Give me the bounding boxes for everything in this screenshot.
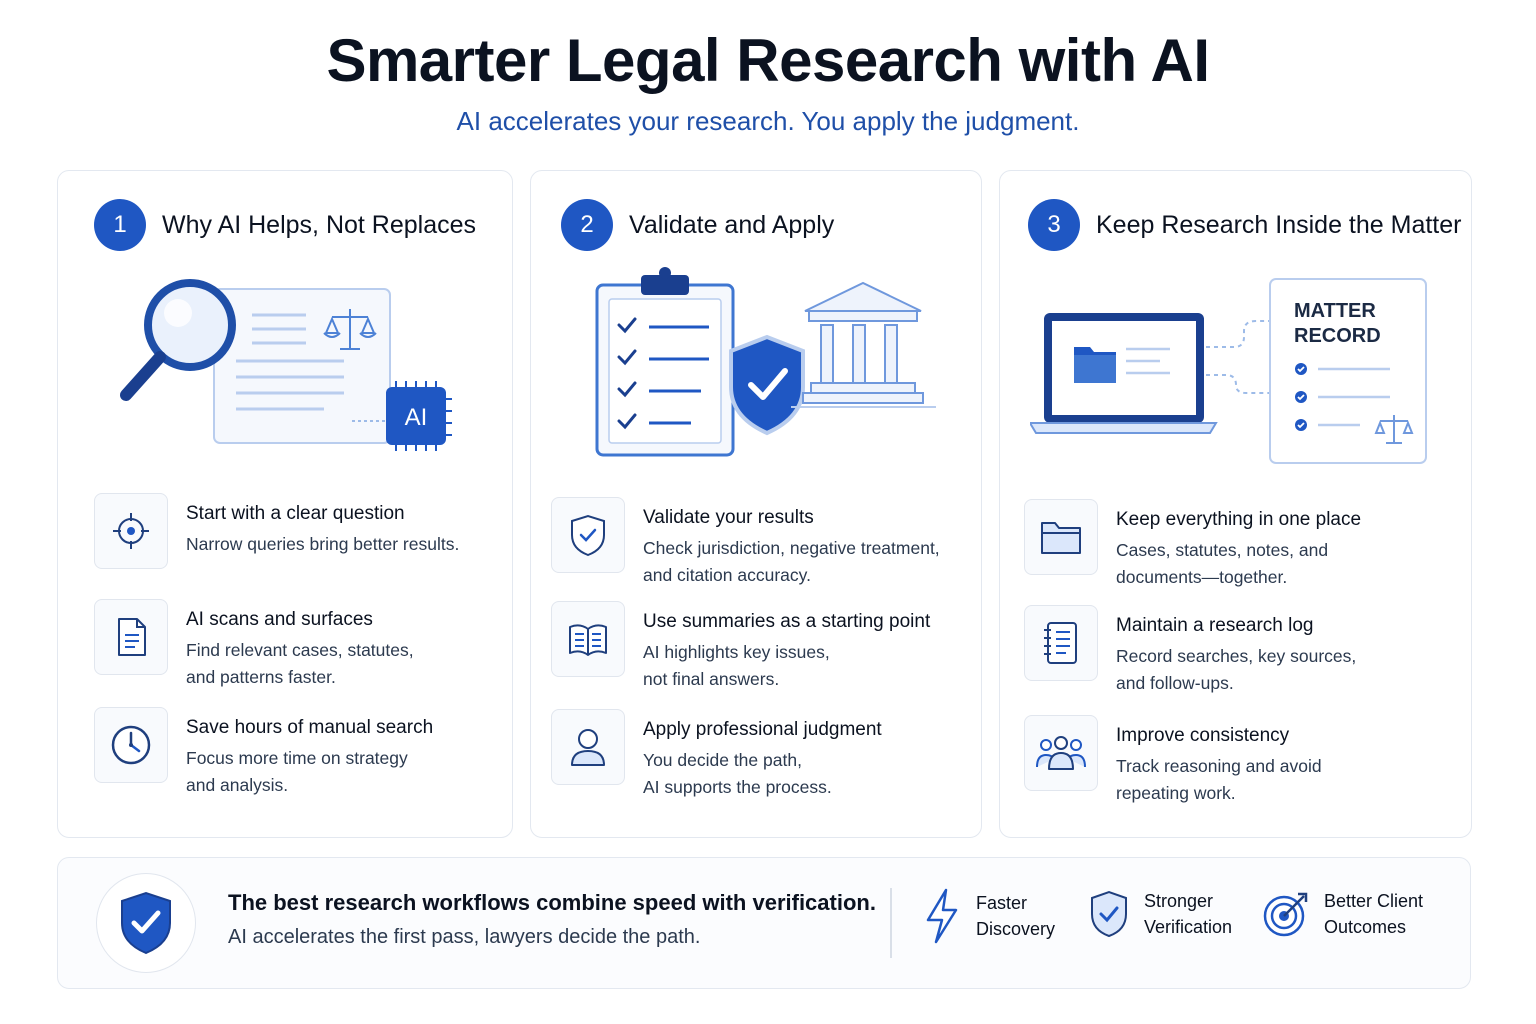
footer-badge — [96, 873, 196, 973]
item-title: Use summaries as a starting point — [643, 611, 931, 632]
item-desc-line: AI highlights key issues, — [643, 642, 830, 662]
courthouse-icon — [791, 281, 936, 408]
list-item: AI scans and surfaces Find relevant case… — [94, 599, 414, 691]
footer-title: The best research workflows combine spee… — [228, 890, 876, 915]
list-item: Improve consistency Track reasoning and … — [1024, 715, 1322, 807]
item-desc-line: You decide the path, — [643, 750, 802, 770]
item-desc-line: and patterns faster. — [186, 667, 336, 687]
item-icon-box — [551, 601, 625, 677]
item-desc-line: Focus more time on strategy — [186, 748, 408, 768]
shield-check-icon — [1091, 890, 1127, 938]
list-item: Keep everything in one place Cases, stat… — [1024, 499, 1361, 591]
item-icon-box — [1024, 605, 1098, 681]
page-subtitle: AI accelerates your research. You apply … — [456, 106, 1080, 136]
document-icon — [213, 288, 391, 444]
item-desc-line: Cases, statutes, notes, and — [1116, 540, 1329, 560]
item-desc-line: and citation accuracy. — [643, 565, 811, 585]
item-title: AI scans and surfaces — [186, 609, 373, 630]
item-icon-box — [94, 599, 168, 675]
target-arrow-icon — [1263, 892, 1308, 937]
item-desc-line: Record searches, key sources, — [1116, 646, 1357, 666]
target-icon — [113, 513, 149, 549]
benefit-faster-discovery: Faster Discovery — [922, 888, 1055, 944]
ai-chip-label: AI — [405, 404, 428, 431]
item-desc-line: AI supports the process. — [643, 777, 832, 797]
benefit-stronger-verification: Stronger Verification — [1088, 888, 1232, 940]
item-desc-line: Track reasoning and avoid — [1116, 756, 1322, 776]
ai-chip-icon: AI — [352, 381, 452, 451]
card-header: 2 Validate and Apply — [561, 199, 834, 251]
item-icon-box — [551, 709, 625, 785]
illustration-validate — [591, 267, 951, 463]
card-keep-research: 3 Keep Research Inside the Matter MA — [999, 170, 1472, 838]
card-validate-apply: 2 Validate and Apply — [530, 170, 982, 838]
benefit-label: Stronger Verification — [1144, 891, 1233, 937]
item-desc-line: Find relevant cases, statutes, — [186, 640, 414, 660]
item-desc-line: and follow-ups. — [1116, 673, 1234, 693]
list-item: Use summaries as a starting point AI hig… — [551, 601, 930, 693]
footer-subtitle: AI accelerates the first pass, lawyers d… — [228, 926, 701, 948]
open-book-icon — [569, 624, 607, 656]
item-icon-box — [1024, 715, 1098, 791]
item-desc-line: not final answers. — [643, 669, 780, 689]
person-icon — [571, 729, 605, 766]
item-desc-line: documents—together. — [1116, 567, 1288, 587]
item-desc-line: Check jurisdiction, negative treatment, — [643, 538, 940, 558]
team-icon — [1036, 736, 1086, 770]
notebook-icon — [1044, 622, 1077, 664]
illustration-matter: MATTER RECORD — [1028, 275, 1440, 467]
clipboard-checklist-icon — [595, 267, 735, 457]
step-number-badge: 1 — [94, 199, 146, 251]
item-title: Apply professional judgment — [643, 719, 882, 740]
item-icon-box — [551, 497, 625, 573]
step-number-badge: 2 — [561, 199, 613, 251]
record-label-line: MATTER — [1294, 300, 1376, 322]
footer-divider — [890, 888, 892, 958]
item-title: Save hours of manual search — [186, 717, 434, 738]
card-title: Keep Research Inside the Matter — [1096, 210, 1462, 239]
lightning-icon — [926, 888, 958, 944]
shield-check-icon — [729, 334, 805, 436]
step-number-badge: 3 — [1028, 199, 1080, 251]
benefit-label: Faster Discovery — [976, 893, 1056, 939]
item-icon-box — [1024, 499, 1098, 575]
benefit-better-outcomes: Better Client Outcomes — [1262, 888, 1423, 940]
footer-banner: The best research workflows combine spee… — [57, 857, 1471, 989]
card-why-ai-helps: 1 Why AI Helps, Not Replaces — [57, 170, 513, 838]
benefit-label: Better Client Outcomes — [1324, 891, 1424, 937]
list-item: Validate your results Check jurisdiction… — [551, 497, 940, 589]
shield-check-icon — [121, 891, 171, 955]
item-desc-line: repeating work. — [1116, 783, 1236, 803]
matter-record-icon: MATTER RECORD — [1269, 278, 1427, 464]
item-icon-box — [94, 707, 168, 783]
clock-icon — [111, 725, 151, 765]
magnifier-icon — [120, 279, 236, 401]
list-item: Apply professional judgment You decide t… — [551, 709, 882, 801]
card-title: Validate and Apply — [629, 210, 835, 239]
illustration-research: AI — [114, 271, 464, 451]
card-title: Why AI Helps, Not Replaces — [162, 210, 477, 239]
item-title: Maintain a research log — [1116, 615, 1314, 636]
page-title: Smarter Legal Research with AI — [326, 27, 1210, 94]
scales-icon — [1374, 415, 1414, 444]
card-header: 1 Why AI Helps, Not Replaces — [94, 199, 476, 251]
item-title: Improve consistency — [1116, 725, 1290, 746]
document-icon — [118, 618, 146, 656]
scales-icon — [323, 309, 377, 350]
shield-check-icon — [571, 514, 605, 557]
record-label-line: RECORD — [1294, 325, 1381, 347]
item-icon-box — [94, 493, 168, 569]
card-header: 3 Keep Research Inside the Matter — [1028, 199, 1461, 251]
item-title: Start with a clear question — [186, 503, 405, 524]
folder-icon — [1041, 522, 1081, 554]
item-desc-line: and analysis. — [186, 775, 289, 795]
laptop-folder-icon — [1028, 313, 1218, 434]
item-title: Validate your results — [643, 507, 814, 528]
list-item: Save hours of manual search Focus more t… — [94, 707, 433, 799]
item-desc-line: Narrow queries bring better results. — [186, 534, 460, 554]
list-item: Maintain a research log Record searches,… — [1024, 605, 1356, 697]
item-title: Keep everything in one place — [1116, 509, 1362, 530]
list-item: Start with a clear question Narrow queri… — [94, 493, 459, 569]
